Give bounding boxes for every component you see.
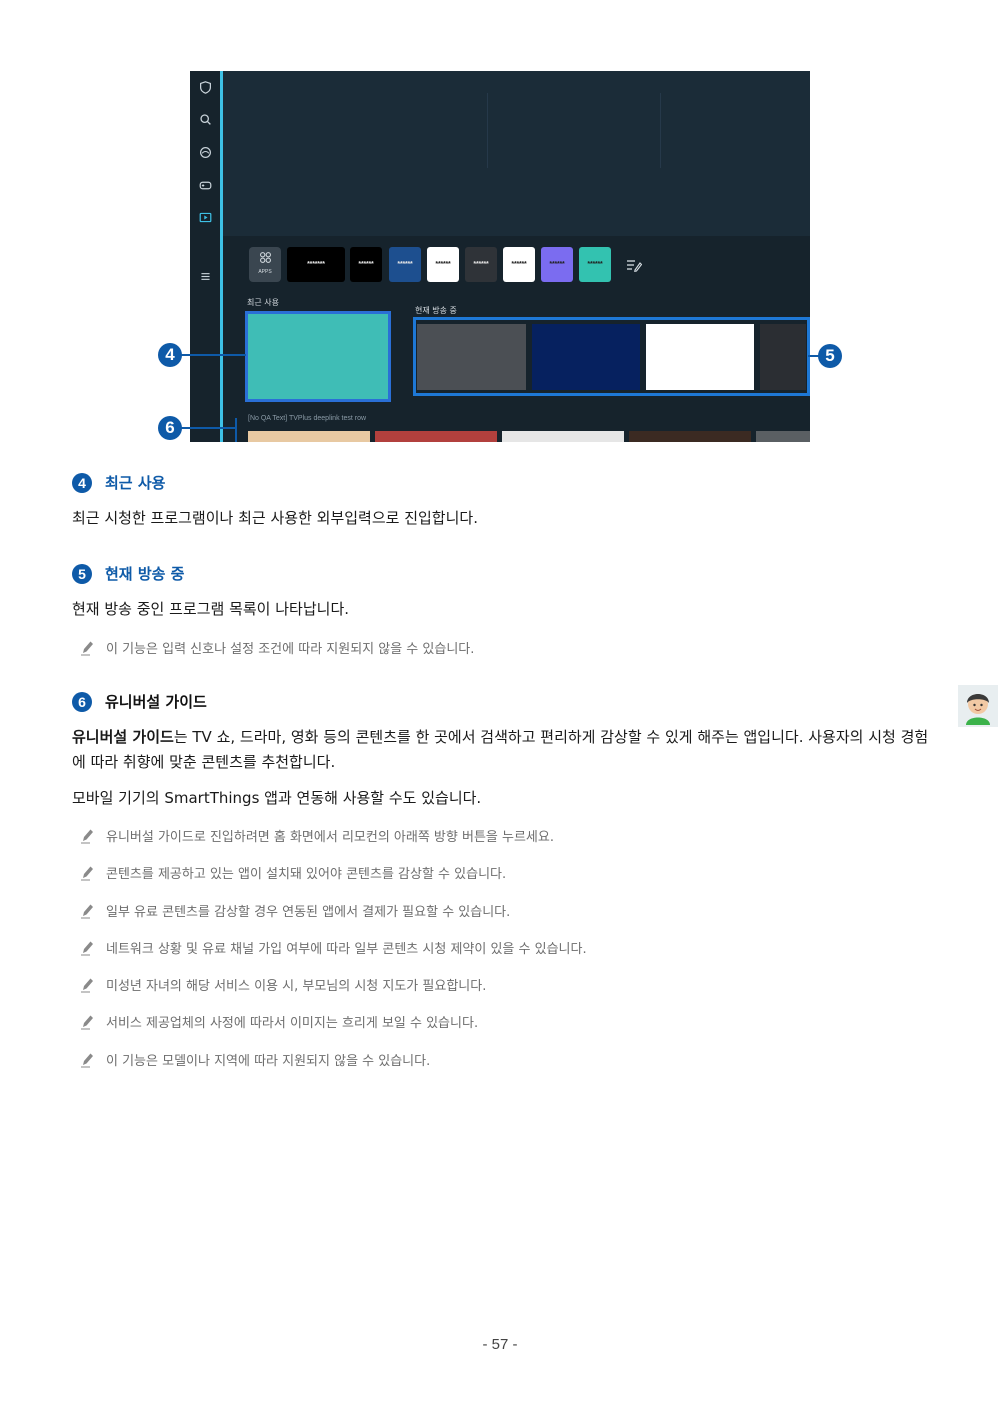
section-title: 현재 방송 중 [105,565,185,583]
universal-guide-desc-text: 는 TV 쇼, 드라마, 영화 등의 콘텐츠를 한 곳에서 검색하고 편리하게 … [72,728,929,771]
callout-badge-6: 6 [158,416,182,440]
page-number: - 57 - [482,1336,518,1353]
note-item: 서비스 제공업체의 사정에 따라서 이미지는 흐리게 보일 수 있습니다. [80,1012,478,1031]
universal-guide-description: 유니버설 가이드는 TV 쇼, 드라마, 영화 등의 콘텐츠를 한 곳에서 검색… [72,725,932,775]
pencil-note-icon [81,978,93,992]
app-tile[interactable]: ****** [350,247,382,282]
pencil-note-icon [81,829,93,843]
live-row-highlight [413,317,810,396]
app-tile[interactable]: ****** [503,247,535,282]
universal-card[interactable] [375,431,497,442]
note-item: 미성년 자녀의 해당 서비스 이용 시, 부모님의 시청 지도가 필요합니다. [80,975,486,994]
hero-divider [487,93,488,168]
pencil-note-icon [81,866,93,880]
note-text: 일부 유료 콘텐츠를 감상할 경우 연동된 앱에서 결제가 필요할 수 있습니다… [106,905,511,920]
game-controller-icon[interactable] [196,177,214,195]
note-item: 이 기능은 입력 신호나 설정 조건에 따라 지원되지 않을 수 있습니다. [80,638,474,657]
section-title: 최근 사용 [105,474,166,492]
recent-row-label: 최근 사용 [247,298,279,307]
universal-card[interactable] [248,431,370,442]
note-item: 유니버설 가이드로 진입하려면 홈 화면에서 리모컨의 아래쪽 방향 버튼을 누… [80,826,554,845]
note-item: 콘텐츠를 제공하고 있는 앱이 설치돼 있어야 콘텐츠를 감상할 수 있습니다. [80,863,506,882]
universal-card[interactable] [629,431,751,442]
universal-card[interactable] [756,431,810,442]
universal-card[interactable] [502,431,624,442]
section-title: 유니버설 가이드 [105,693,207,711]
search-icon[interactable] [196,111,214,129]
media-play-icon[interactable] [196,209,214,227]
callout-line [808,355,820,357]
recent-description: 최근 시청한 프로그램이나 최근 사용한 외부입력으로 진입합니다. [72,509,478,527]
section-number-badge: 6 [72,691,92,712]
universal-guide-mobile: 모바일 기기의 SmartThings 앱과 연동해 사용할 수도 있습니다. [72,789,482,807]
callout-badge-4: 4 [158,343,182,367]
live-card[interactable] [646,324,754,390]
callout-line [180,427,236,429]
privacy-shield-icon[interactable] [196,79,214,97]
callout-line [180,354,246,356]
tv-sidebar [190,71,220,442]
app-tile[interactable]: ****** [427,247,459,282]
callout-line [235,418,237,442]
apps-label: APPS [258,269,272,275]
pencil-note-icon [81,941,93,955]
pencil-note-icon [81,641,93,655]
section-number-badge: 5 [72,563,92,584]
section-number-badge: 4 [72,472,92,493]
app-tile[interactable]: ******* [287,247,345,282]
hero-banner [220,71,810,236]
note-text: 이 기능은 입력 신호나 설정 조건에 따라 지원되지 않을 수 있습니다. [106,642,475,657]
note-text: 이 기능은 모델이나 지역에 따라 지원되지 않을 수 있습니다. [106,1054,431,1069]
child-avatar-icon [958,685,998,727]
app-tile[interactable]: ****** [465,247,497,282]
pencil-note-icon [81,904,93,918]
tv-home-screenshot: APPS ******* ****** ****** ****** ******… [190,71,810,442]
hero-divider [660,93,661,168]
app-tile[interactable]: ****** [579,247,611,282]
universal-guide-row-label: [No QA Text] TVPlus deeplink test row [248,415,367,422]
note-text: 네트워크 상황 및 유료 채널 가입 여부에 따라 일부 콘텐츠 시청 제약이 … [106,942,587,957]
section-heading-universal-guide: 6 유니버설 가이드 [72,691,207,712]
live-card[interactable] [532,324,640,390]
note-text: 유니버설 가이드로 진입하려면 홈 화면에서 리모컨의 아래쪽 방향 버튼을 누… [106,830,554,845]
note-item: 네트워크 상황 및 유료 채널 가입 여부에 따라 일부 콘텐츠 시청 제약이 … [80,938,587,957]
recent-item-focused[interactable] [245,311,391,402]
live-description: 현재 방송 중인 프로그램 목록이 나타납니다. [72,600,350,618]
sidebar-focus-line [220,71,223,442]
note-text: 콘텐츠를 제공하고 있는 앱이 설치돼 있어야 콘텐츠를 감상할 수 있습니다. [106,867,507,882]
live-card[interactable] [417,324,526,390]
pencil-note-icon [81,1015,93,1029]
note-item: 일부 유료 콘텐츠를 감상할 경우 연동된 앱에서 결제가 필요할 수 있습니다… [80,901,510,920]
live-row-label: 현재 방송 중 [415,306,457,315]
apps-button[interactable]: APPS [249,247,281,282]
menu-icon[interactable] [196,268,214,286]
section-heading-recent: 4 최근 사용 [72,472,165,493]
app-tile[interactable]: ****** [389,247,421,282]
app-tile[interactable]: ****** [541,247,573,282]
note-text: 미성년 자녀의 해당 서비스 이용 시, 부모님의 시청 지도가 필요합니다. [106,979,487,994]
callout-badge-5: 5 [818,344,842,368]
apps-grid-icon [249,251,281,267]
ambient-icon[interactable] [196,144,214,162]
live-card[interactable] [760,324,806,390]
pencil-note-icon [81,1053,93,1067]
note-text: 서비스 제공업체의 사정에 따라서 이미지는 흐리게 보일 수 있습니다. [106,1016,479,1031]
section-heading-live: 5 현재 방송 중 [72,563,184,584]
edit-list-icon[interactable] [626,257,643,272]
note-item: 이 기능은 모델이나 지역에 따라 지원되지 않을 수 있습니다. [80,1050,430,1069]
universal-guide-term: 유니버설 가이드 [72,728,174,746]
